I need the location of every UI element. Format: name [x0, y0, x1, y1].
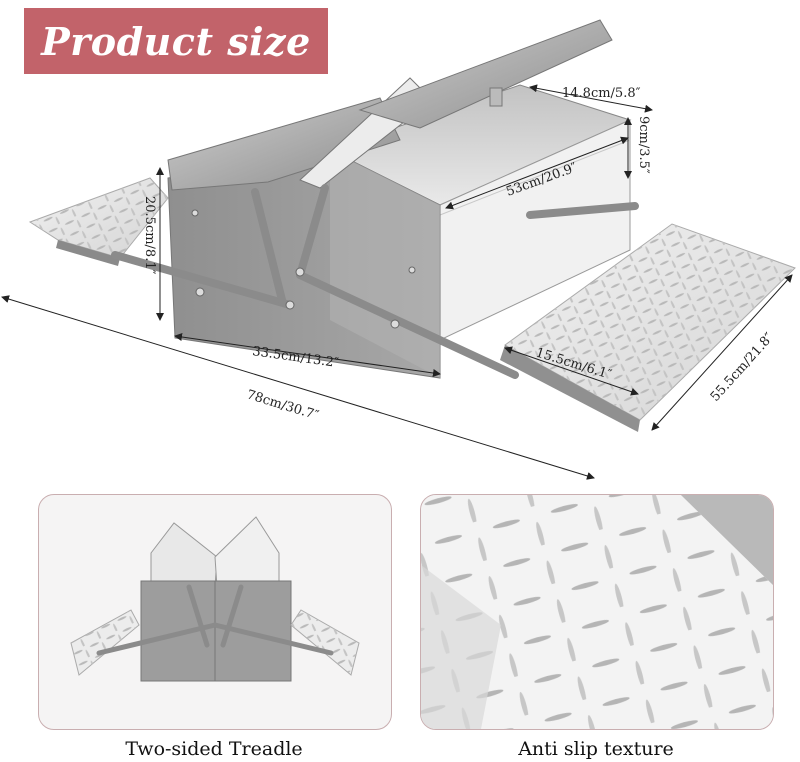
left-treadle: [28, 177, 169, 266]
latch-icon: [489, 87, 503, 107]
dim-trough-height: 9cm/3.5″: [636, 116, 651, 174]
feeder-lids: [167, 19, 613, 191]
anti-slip-texture-closeup: [421, 495, 773, 729]
product-size-banner: Product size: [24, 8, 328, 74]
two-sided-treadle-caption: Two-sided Treadle: [125, 738, 303, 760]
feeder-main-figure: 14.8cm/5.8″ 9cm/3.5″ 53cm/20.9″ 20.5cm/8…: [1, 19, 796, 480]
two-sided-treadle-illustration: [70, 516, 360, 682]
anti-slip-texture-caption: Anti slip texture: [518, 738, 674, 760]
dim-overall-length: 78cm/30.7″: [245, 387, 321, 423]
two-sided-treadle-panel: [38, 494, 392, 730]
banner-title: Product size: [41, 18, 311, 64]
dim-box-height: 20.5cm/8.1″: [142, 196, 157, 275]
dim-top-depth: 14.8cm/5.8″: [562, 86, 641, 101]
anti-slip-texture-panel: [420, 494, 774, 730]
dimension-lines: [1, 84, 793, 480]
